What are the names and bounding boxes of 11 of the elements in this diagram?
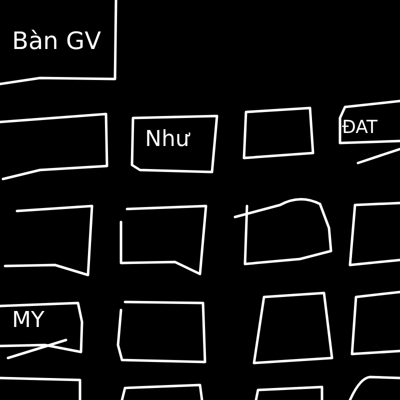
student-name: ĐAT <box>342 118 378 138</box>
student-name: MY <box>12 309 44 334</box>
desk <box>0 376 82 400</box>
student-name: Như <box>145 128 190 152</box>
desk <box>0 110 110 182</box>
desk-label: Bàn GV <box>12 28 102 54</box>
teacher-desk <box>0 0 118 86</box>
desk <box>250 290 336 366</box>
desk <box>117 202 209 278</box>
desk <box>348 374 400 400</box>
desk <box>241 105 317 161</box>
